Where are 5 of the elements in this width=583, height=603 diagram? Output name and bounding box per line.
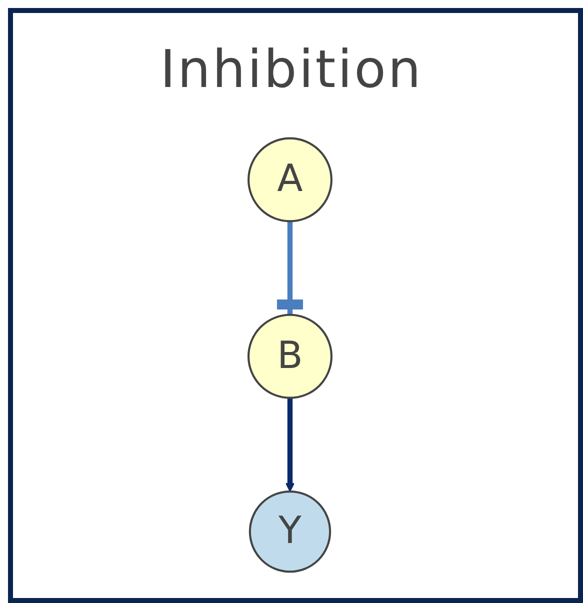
node-circle: A	[248, 137, 332, 222]
arrow	[285, 398, 295, 492]
title: Inhibition	[159, 40, 424, 100]
connector	[277, 221, 303, 315]
node-circle: B	[247, 314, 333, 399]
